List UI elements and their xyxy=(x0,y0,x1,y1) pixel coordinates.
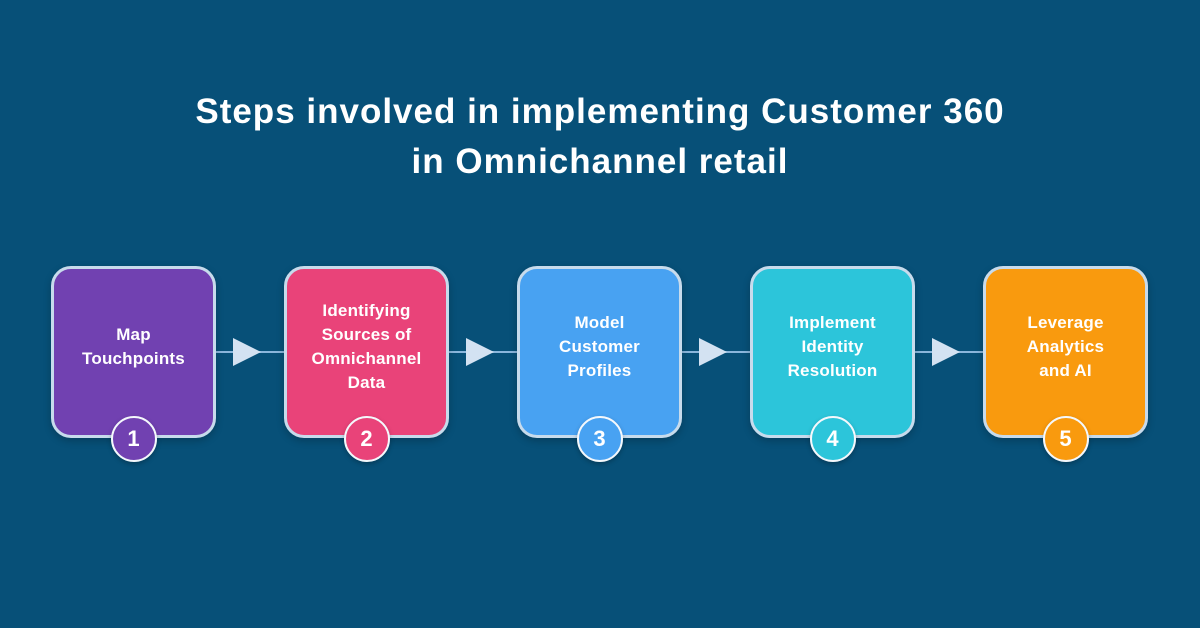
step-number-badge-4: 4 xyxy=(809,416,856,462)
step-number-badge-3: 3 xyxy=(576,416,623,462)
page-title: Steps involved in implementing Customer … xyxy=(0,87,1200,187)
step-label-3: Model Customer Profiles xyxy=(559,313,640,380)
flow-arrow-1 xyxy=(216,330,284,374)
page-title-line2: in Omnichannel retail xyxy=(411,142,789,182)
page-title-line1: Steps involved in implementing Customer … xyxy=(195,92,1005,132)
flow-arrow-3 xyxy=(682,330,750,374)
flow-arrow-4 xyxy=(915,330,983,374)
arrow-right-icon xyxy=(682,338,750,366)
step-card-1: Map Touchpoints 1 xyxy=(51,266,216,462)
flow-arrow-2 xyxy=(449,330,517,374)
step-label-1: Map Touchpoints xyxy=(82,325,185,368)
step-number-badge-2: 2 xyxy=(343,416,390,462)
arrow-right-icon xyxy=(449,338,517,366)
arrow-right-icon xyxy=(216,338,284,366)
arrow-right-icon xyxy=(915,338,983,366)
step-card-2: Identifying Sources of Omnichannel Data … xyxy=(284,266,449,462)
step-label-4: Implement Identity Resolution xyxy=(787,313,878,380)
step-card-3: Model Customer Profiles 3 xyxy=(517,266,682,462)
step-number-badge-1: 1 xyxy=(110,416,157,462)
step-card-5: Leverage Analytics and AI 5 xyxy=(983,266,1148,462)
steps-flow: Map Touchpoints 1 Identifying Sources of… xyxy=(51,266,1149,462)
step-label-5: Leverage Analytics and AI xyxy=(1026,313,1105,380)
step-label-2: Identifying Sources of Omnichannel Data xyxy=(311,301,422,392)
step-number-badge-5: 5 xyxy=(1042,416,1089,462)
step-card-4: Implement Identity Resolution 4 xyxy=(750,266,915,462)
